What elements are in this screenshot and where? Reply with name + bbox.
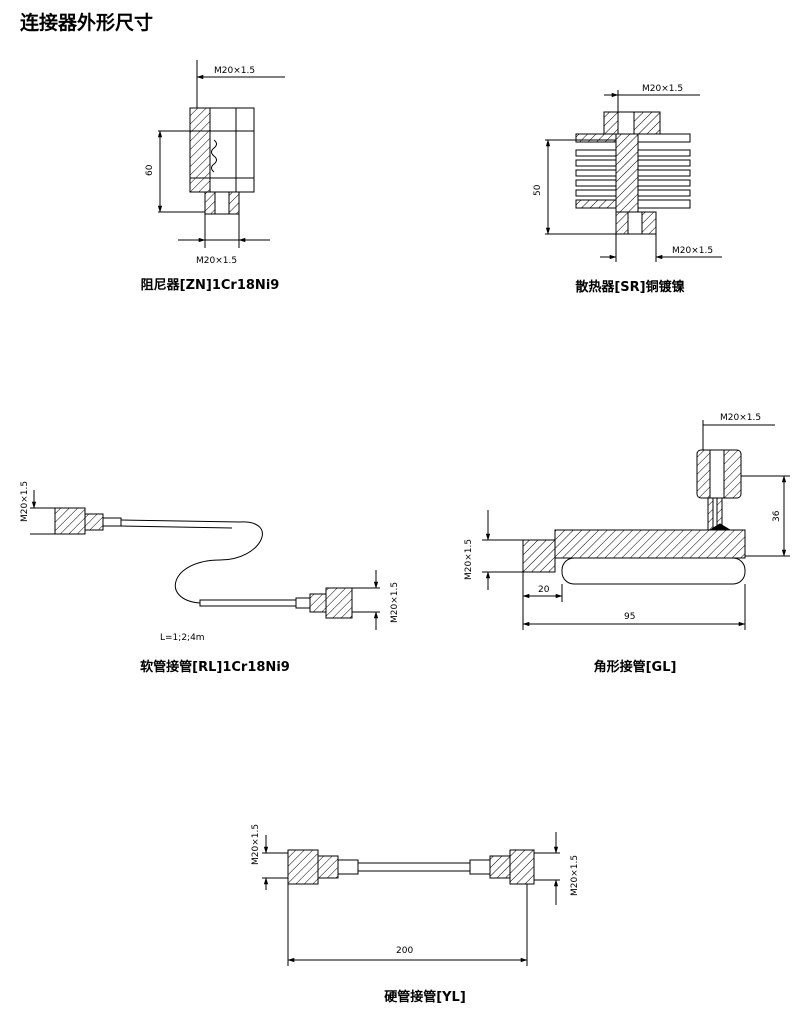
rigid-length: 200	[396, 946, 413, 956]
damper-thread-bottom: M20×1.5	[196, 256, 237, 266]
angle-short-len: 20	[538, 585, 550, 595]
rigid-drawing	[262, 832, 560, 966]
damper-drawing	[157, 60, 285, 248]
radiator-thread-bottom: M20×1.5	[672, 246, 713, 256]
hose-length-note: L=1;2;4m	[160, 633, 205, 643]
angle-thread-left: M20×1.5	[464, 539, 474, 580]
rigid-thread-left: M20×1.5	[251, 824, 261, 865]
angle-total-len: 95	[624, 612, 635, 622]
damper-height: 60	[145, 164, 155, 176]
angle-drawing	[482, 420, 790, 630]
radiator-drawing	[545, 90, 722, 262]
hose-caption: 软管接管[RL]1Cr18Ni9	[140, 660, 290, 675]
angle-height: 36	[772, 510, 782, 522]
radiator-thread-top: M20×1.5	[642, 84, 683, 94]
damper-caption: 阻尼器[ZN]1Cr18Ni9	[140, 278, 280, 293]
page-title: 连接器外形尺寸	[20, 12, 154, 34]
hose-drawing	[30, 490, 380, 630]
hose-thread-right: M20×1.5	[390, 582, 400, 623]
radiator-height: 50	[533, 184, 543, 196]
rigid-thread-right: M20×1.5	[570, 855, 580, 896]
rigid-caption: 硬管接管[YL]	[384, 990, 466, 1005]
damper-thread-top: M20×1.5	[214, 66, 255, 76]
hose-thread-left: M20×1.5	[20, 481, 30, 522]
radiator-caption: 散热器[SR]铜镀镍	[575, 280, 685, 295]
angle-caption: 角形接管[GL]	[593, 660, 677, 675]
angle-thread-top: M20×1.5	[720, 413, 761, 423]
